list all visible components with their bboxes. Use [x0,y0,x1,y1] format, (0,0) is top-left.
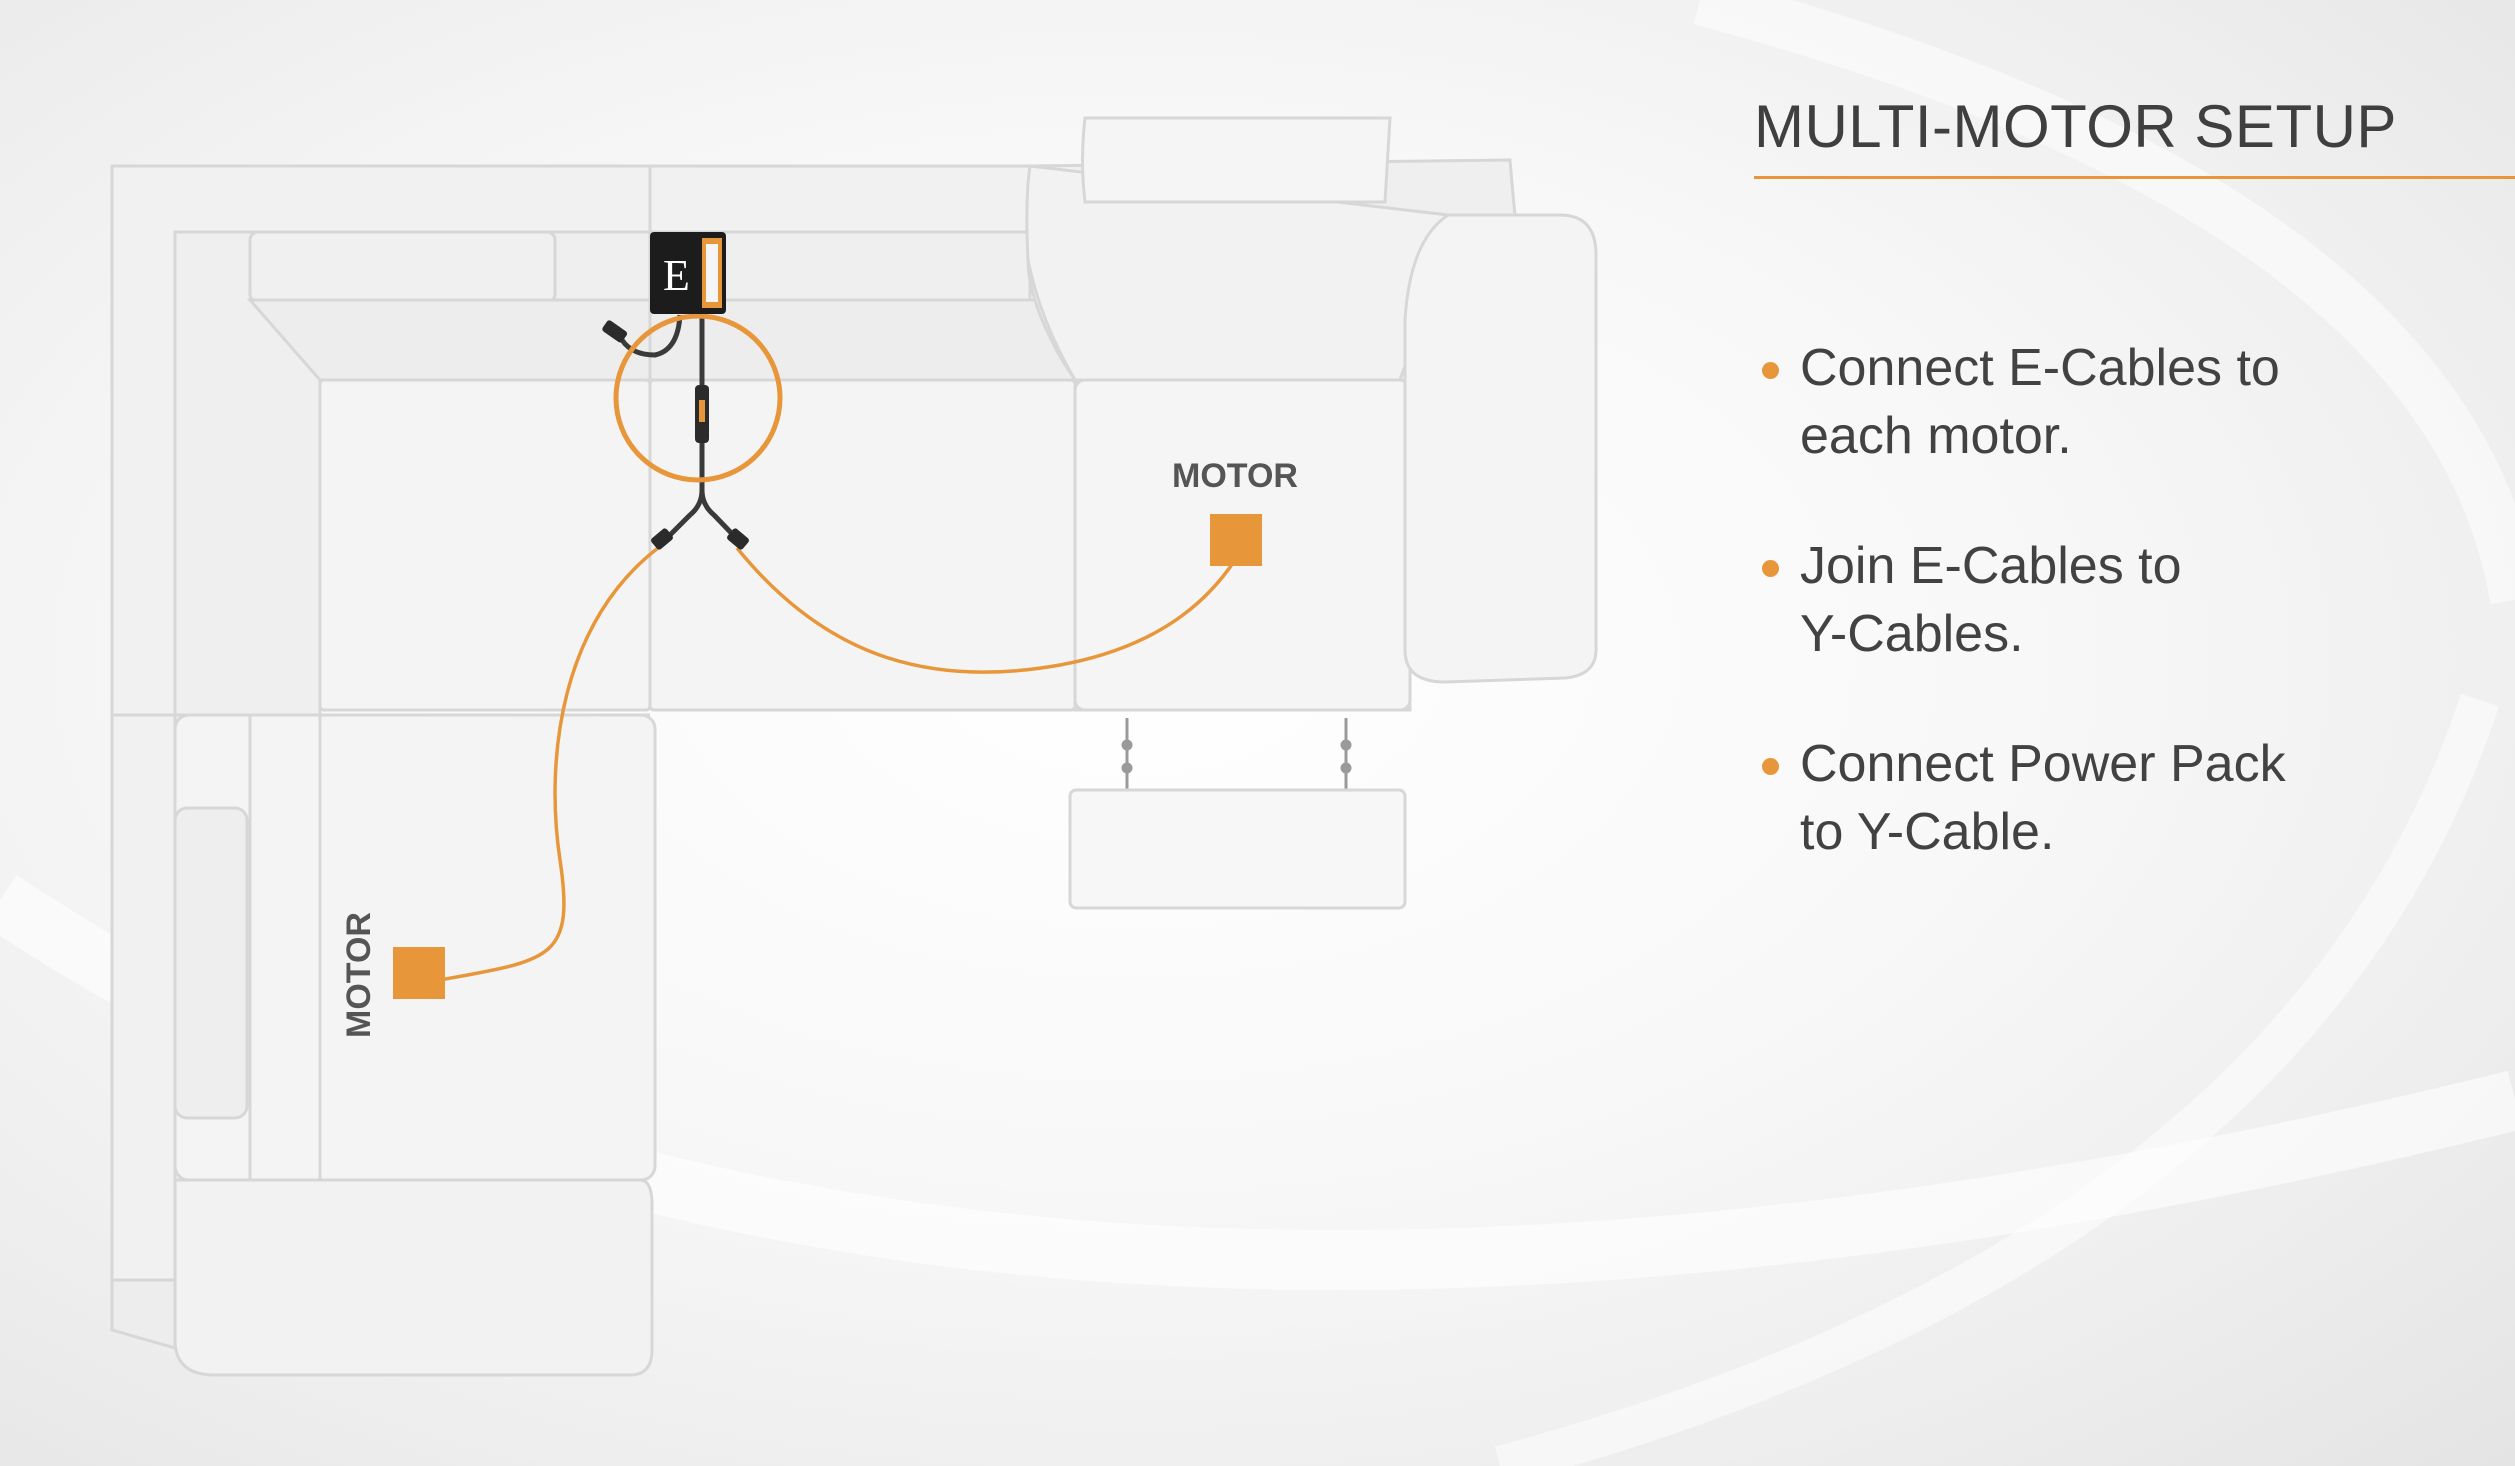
bullet-dot-icon [1762,560,1779,577]
sectional-sofa [110,116,1598,1377]
bullet-dot-icon [1762,362,1779,379]
bullet-dot-icon [1762,758,1779,775]
motor-right: MOTOR [1172,457,1298,566]
e-cable-right [735,546,1237,674]
cable-connectors [602,320,749,550]
instruction-list: Connect E-Cables to each motor. Join E-C… [1754,334,2494,928]
power-pack: E [650,232,726,314]
instruction-text: Join E-Cables to Y-Cables. [1800,537,2182,663]
instruction-item: Connect Power Pack to Y-Cable. [1754,730,2494,866]
instruction-item: Join E-Cables to Y-Cables. [1754,532,2494,668]
connection-highlight-circle [613,313,783,483]
motor-left-label: MOTOR [340,912,378,1038]
motor-right-label: MOTOR [1172,457,1298,495]
instruction-text: Connect Power Pack to Y-Cable. [1800,735,2286,861]
e-cables [439,543,1237,982]
y-cable [619,314,740,542]
instruction-text: Connect E-Cables to each motor. [1800,339,2280,465]
title-underline [1754,176,2515,179]
instruction-item: Connect E-Cables to each motor. [1754,334,2494,470]
motor-left: MOTOR [340,912,445,1038]
power-pack-logo: E [663,251,690,300]
e-cable-left [439,543,664,982]
page-title: MULTI-MOTOR SETUP [1754,93,2397,160]
